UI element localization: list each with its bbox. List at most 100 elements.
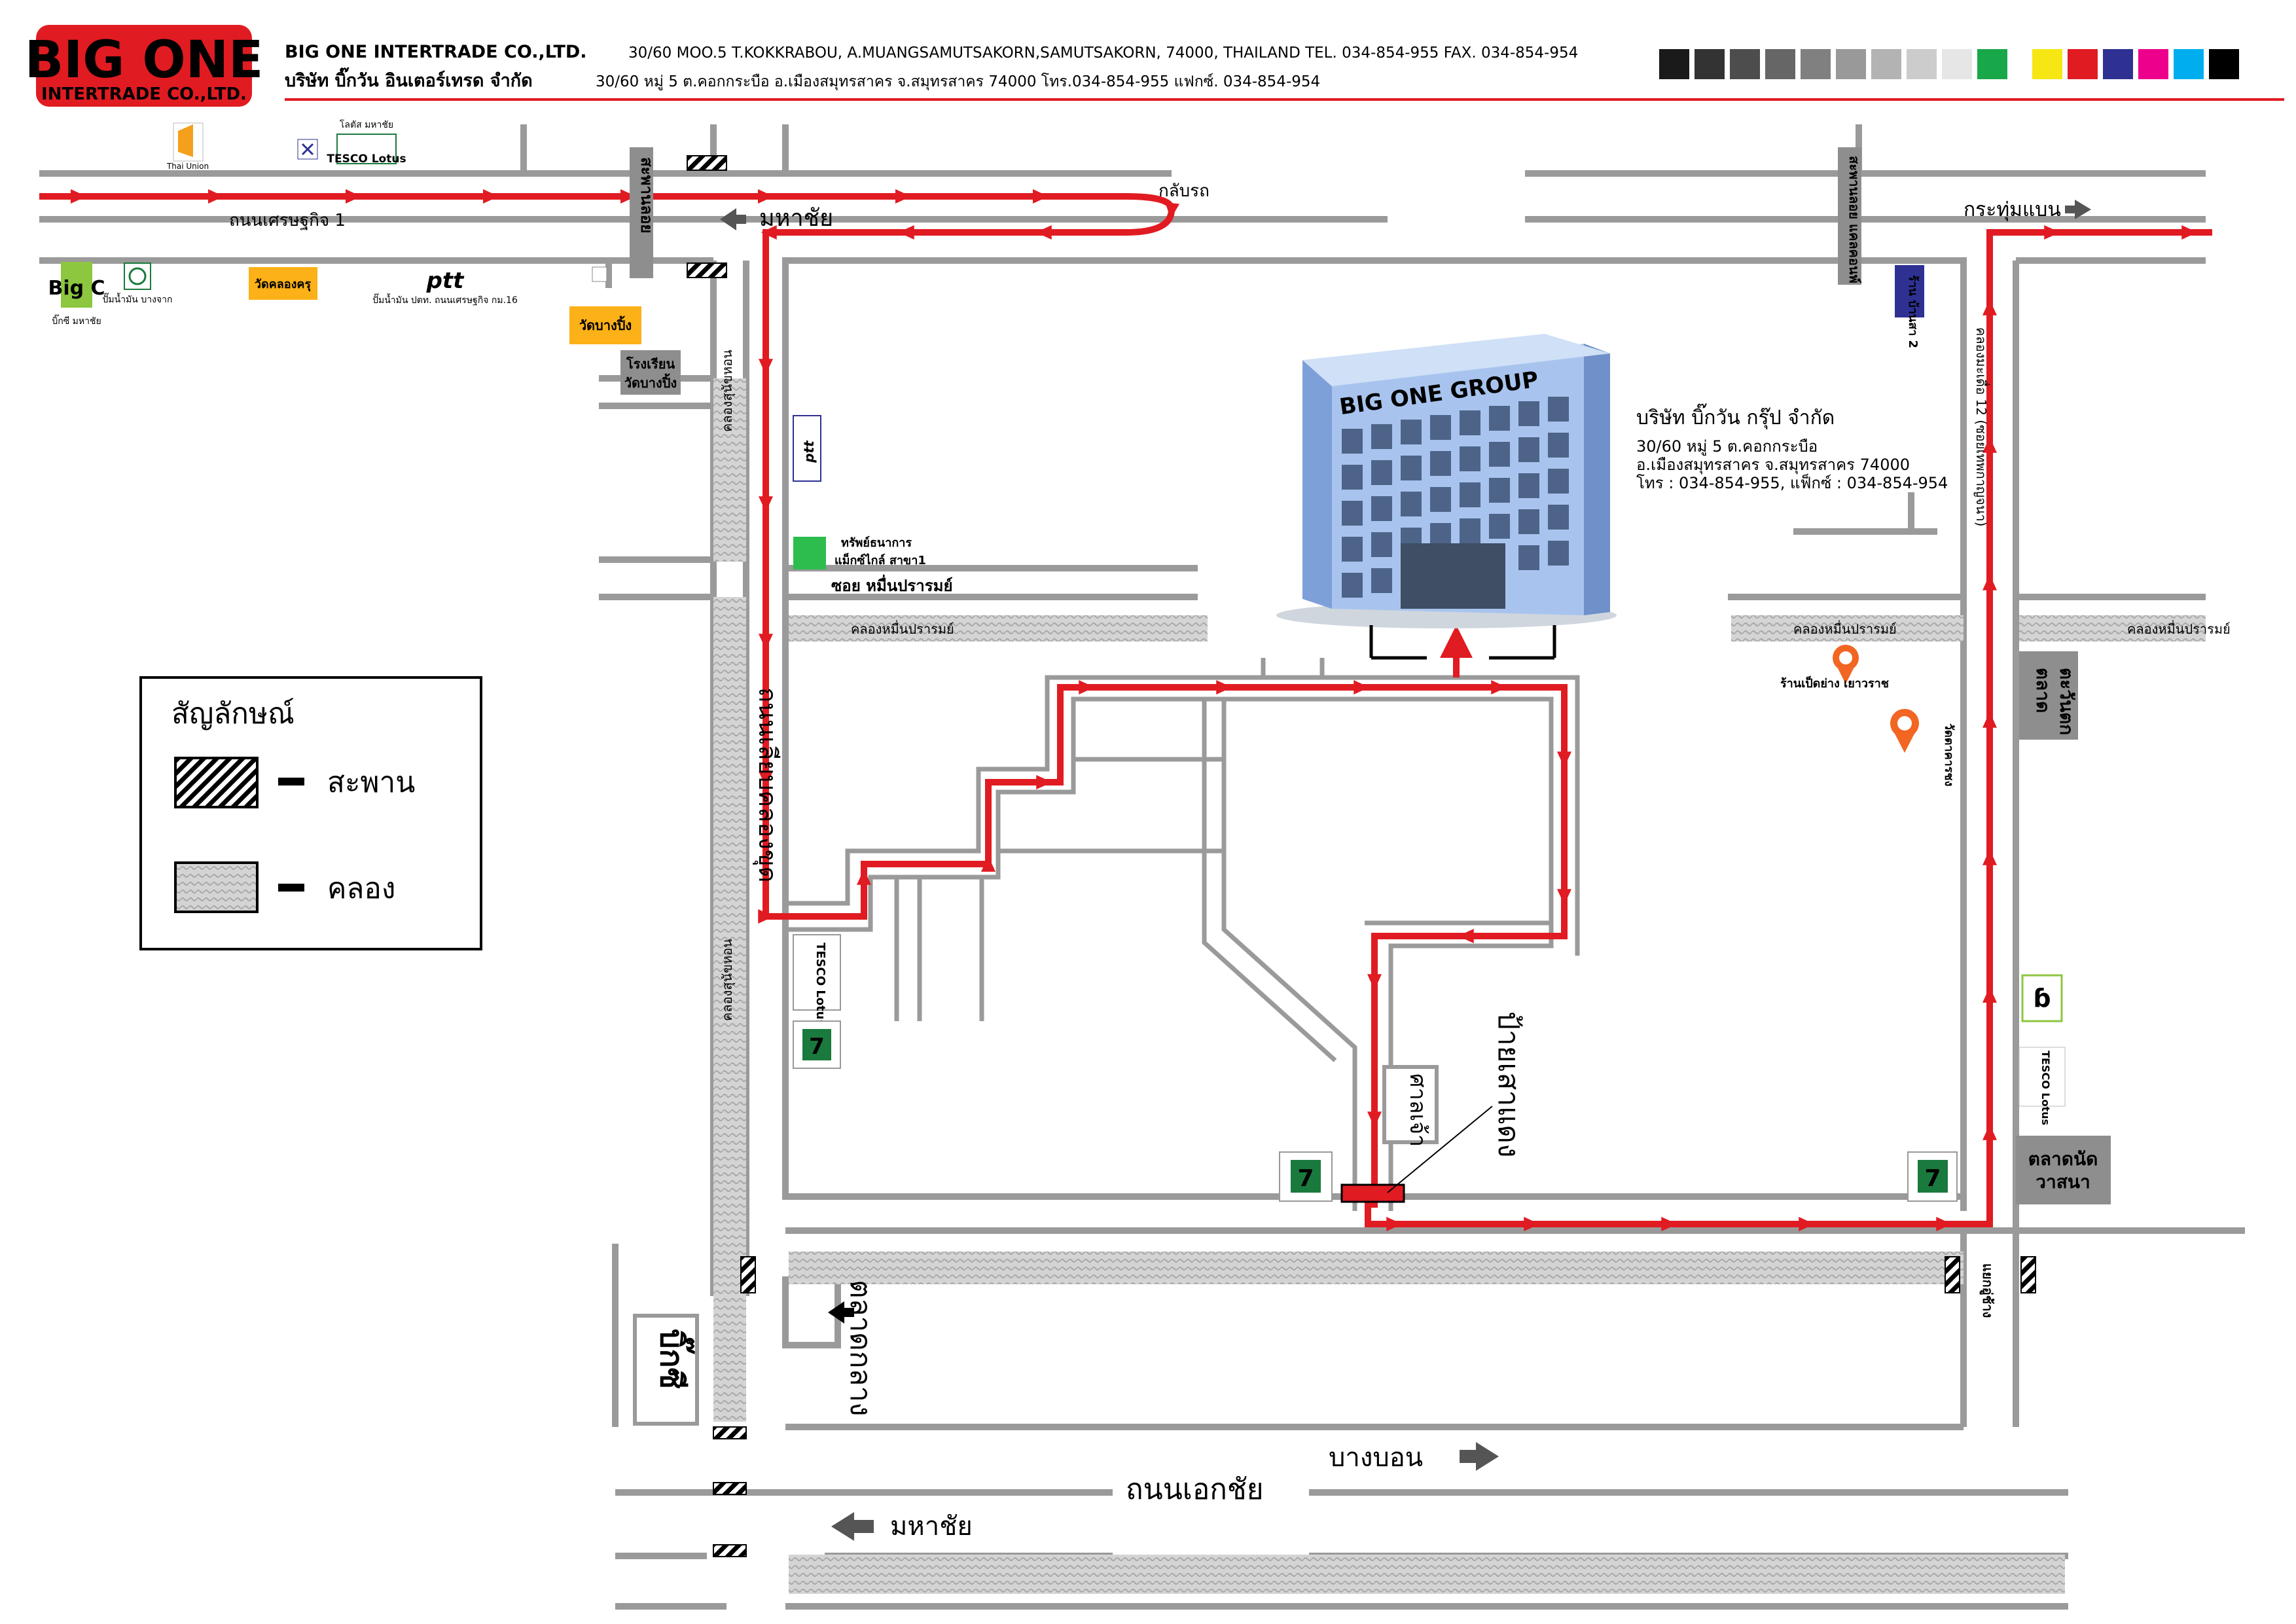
thai-union-logo: Thai Union [166, 122, 209, 171]
route-arrow [1036, 775, 1052, 789]
route-arrow [761, 225, 777, 240]
route-arrow [1982, 986, 1997, 1003]
route-arrow [1354, 680, 1370, 695]
color-swatch [1907, 49, 1937, 79]
building-window [1489, 406, 1510, 431]
color-swatch [2209, 49, 2239, 79]
color-swatch [2103, 49, 2133, 79]
company-building: BIG ONE GROUP [1276, 334, 1617, 660]
shop-right: ร้าน บ้านสา 2 [1895, 265, 1924, 348]
svg-text:TESCO Lotus: TESCO Lotus [814, 943, 827, 1026]
route-arrow [1557, 751, 1571, 768]
khlong-muen-pram-label-2: คลองหมื่นปรารมย์ [1793, 620, 1897, 637]
building-window [1401, 492, 1422, 516]
canal-lower [789, 1252, 1964, 1284]
ptt-side-logo: ptt [793, 415, 821, 482]
svg-text:7: 7 [1297, 1165, 1314, 1192]
building-window [1518, 545, 1539, 570]
building-window [1342, 429, 1363, 454]
khlong-muen-pram-label-3: คลองหมื่นปรารมย์ [2127, 620, 2231, 637]
route-arrow [1165, 202, 1180, 219]
bridge-canal-right [1945, 1256, 1960, 1293]
building-window [1518, 437, 1539, 462]
building-window [1548, 433, 1569, 458]
bangchak-small-logo [592, 266, 607, 282]
building-entrance [1401, 543, 1505, 609]
svg-text:7: 7 [809, 1034, 825, 1060]
route-arrow [1386, 1217, 1403, 1231]
legend-canal-label: คลอง [327, 872, 395, 905]
svg-text:วัดบางปิ้ง: วัดบางปิ้ง [624, 373, 677, 391]
canal-muen-pram-right [2019, 615, 2206, 641]
bridge-ekachai-low [713, 1544, 747, 1557]
bridge-left-box [630, 147, 653, 278]
building-window [1371, 424, 1392, 449]
color-swatch [1659, 49, 1689, 79]
color-swatch [1977, 49, 2007, 79]
canal-muen-pram-mid [1731, 615, 1964, 641]
market-bottom: ตลาดกลาง [828, 1280, 877, 1416]
logo-line2: INTERTRADE CO.,LTD. [41, 84, 247, 104]
bridge-left-label: สะพานลอย [637, 157, 656, 233]
legend-title: สัญลักษณ์ [171, 697, 295, 731]
building-window [1371, 460, 1392, 485]
company-address-th: 30/60 หมู่ 5 ต.คอกกระบือ อ.เมืองสมุทรสาค… [596, 73, 1320, 90]
landmarks: Thai Union โลตัส มหาชัย TESCO Lotus Big … [48, 119, 2111, 1426]
building-window [1371, 496, 1392, 521]
route-arrow [1982, 712, 1997, 728]
seven-eleven-mid: 7 [1279, 1151, 1333, 1202]
market-wasana: ตลาดนัด วาสนา [2016, 1136, 2111, 1204]
company-logo[interactable]: BIG ONE INTERTRADE CO.,LTD. [25, 25, 264, 107]
route-arrow [1458, 929, 1474, 943]
route-arrow [1982, 574, 1997, 590]
svg-text:ร้าน บ้านสา 2: ร้าน บ้านสา 2 [1906, 275, 1920, 348]
route-arrow [1982, 437, 1997, 453]
route-arrow [1982, 849, 1997, 865]
route-arrow [758, 189, 774, 204]
svg-text:วาสนา: วาสนา [2036, 1171, 2090, 1193]
route-arrow [71, 189, 86, 204]
route-arrows [71, 189, 2198, 1231]
bridge-right-label: สะพานลอย แคลคอนพ์ [1846, 156, 1862, 283]
wat-bang-ping: วัดบางปิ้ง [569, 306, 641, 344]
bank-branch: ทรัพย์ธนาการ แม็กซ์ไกล์ สาขา1 [793, 535, 926, 569]
svg-text:7: 7 [1924, 1165, 1941, 1192]
building-name: บริษัท บิ๊กวัน กรุ๊ป จำกัด [1636, 403, 1835, 430]
route-arrow [1982, 299, 1997, 316]
soi-muen-pram-label: ซอย หมื่นปรารมย์ [831, 574, 953, 595]
svg-text:ตลาดกลาง: ตลาดกลาง [844, 1280, 877, 1416]
bridges [687, 155, 2036, 1557]
svg-text:ตะวันตก: ตะวันตก [2056, 668, 2077, 735]
khlong-side-label-1: คลองสุนัขหอน [719, 350, 736, 432]
building-address-2: อ.เมืองสมุทรสาคร จ.สมุทรสาคร 74000 [1636, 456, 1910, 475]
route-arrow [1367, 974, 1382, 990]
building-window [1371, 532, 1392, 557]
svg-text:ปั๊มน้ำมัน บางจาก: ปั๊มน้ำมัน บางจาก [103, 293, 173, 305]
svg-text:แม็กซ์ไกล์ สาขา1: แม็กซ์ไกล์ สาขา1 [834, 552, 926, 568]
bridge-top-left [687, 262, 727, 278]
ekachai-road-label: ถนนเอกชัย [1126, 1473, 1264, 1506]
svg-text:ptt: ptt [801, 440, 817, 463]
svg-text:บิ๊กซี มหาชัย: บิ๊กซี มหาชัย [52, 314, 101, 327]
route-path [39, 193, 2212, 1227]
khlong-muen-pram-label-1: คลองหมื่นปรารมย์ [851, 620, 954, 637]
color-swatch [1801, 49, 1831, 79]
tesco-left-logo: TESCO Lotus [793, 934, 841, 1026]
building-window [1460, 482, 1480, 507]
setthakit-road-label: ถนนเศรษฐกิจ 1 [229, 211, 346, 230]
route-arrow [1936, 1217, 1952, 1231]
building-side-left [1302, 360, 1332, 609]
company-name-th: บริษัท บิ๊กวัน อินเตอร์เทรด จำกัด [285, 67, 533, 91]
mahachai-bottom-label: มหาชัย [890, 1511, 973, 1542]
u-turn-label: กลับรถ [1158, 181, 1210, 201]
svg-text:Big C: Big C [48, 277, 105, 300]
school-bang-ping: โรงเรียน วัดบางปิ้ง [620, 350, 681, 395]
building-window [1342, 573, 1363, 598]
building-window [1401, 420, 1422, 444]
building-window [1460, 410, 1480, 435]
route-arrow [1661, 1217, 1677, 1231]
svg-text:ptt: ptt [426, 268, 465, 294]
soi-12-label: คลองมะเดื่อ 12 (ซอยเทพกาญจนา) [1973, 327, 1990, 526]
building-windows [1342, 397, 1569, 598]
police-pin: วัดตาคารชง [1890, 709, 1956, 786]
